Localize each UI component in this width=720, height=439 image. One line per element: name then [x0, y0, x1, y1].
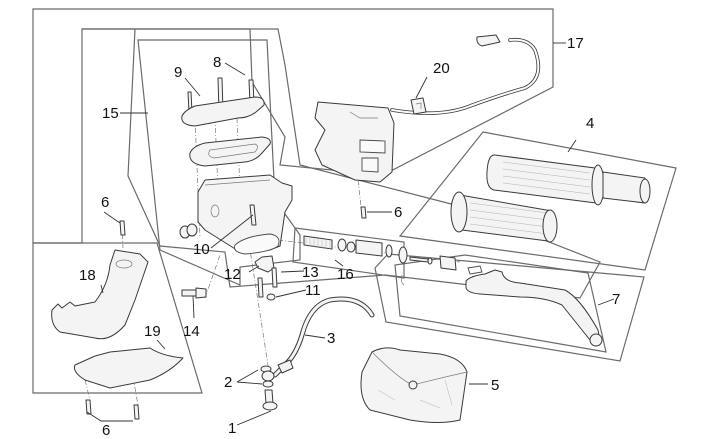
parts: [51, 34, 651, 423]
callout-19: 19: [144, 323, 161, 340]
callout-20: 20: [433, 60, 450, 77]
brake-lever: [465, 265, 603, 347]
screw: [360, 206, 367, 219]
bottom-screws: [85, 399, 140, 420]
callout-18: 18: [79, 267, 96, 284]
brake-light-switch: [181, 287, 207, 299]
callout-9: 9: [174, 64, 182, 81]
handlebar-clamp: [254, 255, 275, 273]
frame-outer: [32, 242, 203, 394]
frame-piston-16: [292, 227, 405, 279]
callout-labels: 1 2 3 4 5 6 6 6 7 8 9 10 11 12 13 14 15 …: [79, 35, 620, 439]
lower-cover: [74, 347, 184, 389]
callout-7: 7: [612, 291, 620, 308]
callout-3: 3: [327, 330, 335, 347]
callout-14: 14: [183, 323, 200, 340]
upper-cover: [51, 249, 149, 340]
callout-13: 13: [302, 264, 319, 281]
callout-1: 1: [228, 420, 236, 437]
o-rings: [179, 223, 198, 239]
callout-5: 5: [491, 377, 499, 394]
switch-housing: [314, 101, 395, 183]
group-frames: [32, 8, 677, 394]
callout-6-bottom: 6: [102, 422, 110, 439]
banjo-fitting: [260, 365, 275, 388]
clamp-screws: [257, 267, 278, 298]
frame-grips-4: [398, 131, 677, 271]
callout-11: 11: [305, 282, 321, 299]
wire-harness: [390, 34, 541, 115]
switch-button: [410, 97, 427, 115]
frame-cylinder-body: [137, 39, 301, 286]
piston-kit: [303, 235, 457, 286]
frame-lever-inner: [394, 254, 607, 353]
callout-8: 8: [213, 54, 221, 71]
nut: [266, 293, 276, 301]
screw: [119, 220, 126, 236]
frame-lever-7: [374, 253, 645, 362]
callout-16: 16: [337, 266, 354, 283]
protective-cover: [360, 347, 468, 423]
reservoir-cap: [181, 96, 265, 127]
handlebar-grips: [450, 154, 651, 243]
callout-12: 12: [224, 266, 241, 283]
master-cylinder-body: [197, 174, 293, 255]
callout-10: 10: [193, 241, 210, 258]
brake-hose: [272, 296, 375, 378]
callout-2: 2: [224, 374, 232, 391]
upper-cover-hole: [115, 259, 133, 269]
callout-4: 4: [586, 115, 594, 132]
callout-17: 17: [567, 35, 584, 52]
callout-6-housing: 6: [394, 204, 402, 221]
banjo-bolt: [262, 389, 278, 411]
callout-6-upper: 6: [101, 194, 109, 211]
leader-lines: [86, 42, 615, 426]
reservoir-diaphragm: [189, 136, 271, 167]
callout-15: 15: [102, 105, 119, 122]
